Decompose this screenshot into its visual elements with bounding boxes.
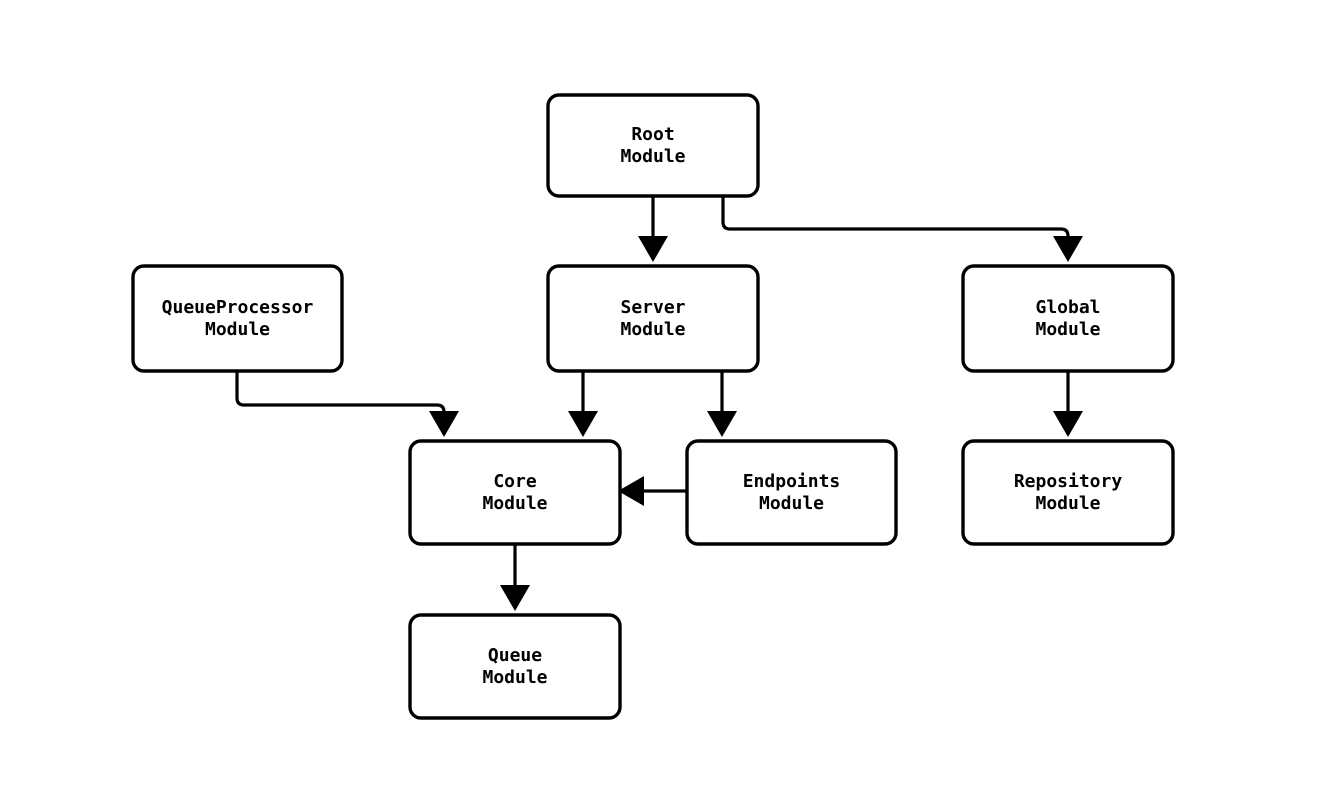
- edge-root-global: [721, 196, 1070, 246]
- node-box-endpoints[interactable]: [685, 439, 898, 546]
- edge-queueprocessor-core: [235, 371, 446, 421]
- node-box-core[interactable]: [408, 439, 622, 546]
- arrowhead-server-endpoints: [707, 411, 737, 437]
- arrowhead-queueprocessor-core: [429, 411, 459, 437]
- arrowhead-root-global: [1053, 236, 1083, 262]
- node-box-global[interactable]: [961, 264, 1175, 373]
- arrowhead-global-repository: [1053, 411, 1083, 437]
- arrowhead-root-server: [638, 236, 668, 262]
- node-box-queue[interactable]: [408, 613, 622, 720]
- node-box-server[interactable]: [546, 264, 760, 373]
- node-box-queueprocessor[interactable]: [131, 264, 344, 373]
- node-box-repository[interactable]: [961, 439, 1175, 546]
- arrowhead-core-queue: [500, 585, 530, 611]
- arrowhead-endpoints-core: [618, 476, 644, 506]
- arrowhead-server-core: [568, 411, 598, 437]
- node-box-root[interactable]: [546, 93, 760, 198]
